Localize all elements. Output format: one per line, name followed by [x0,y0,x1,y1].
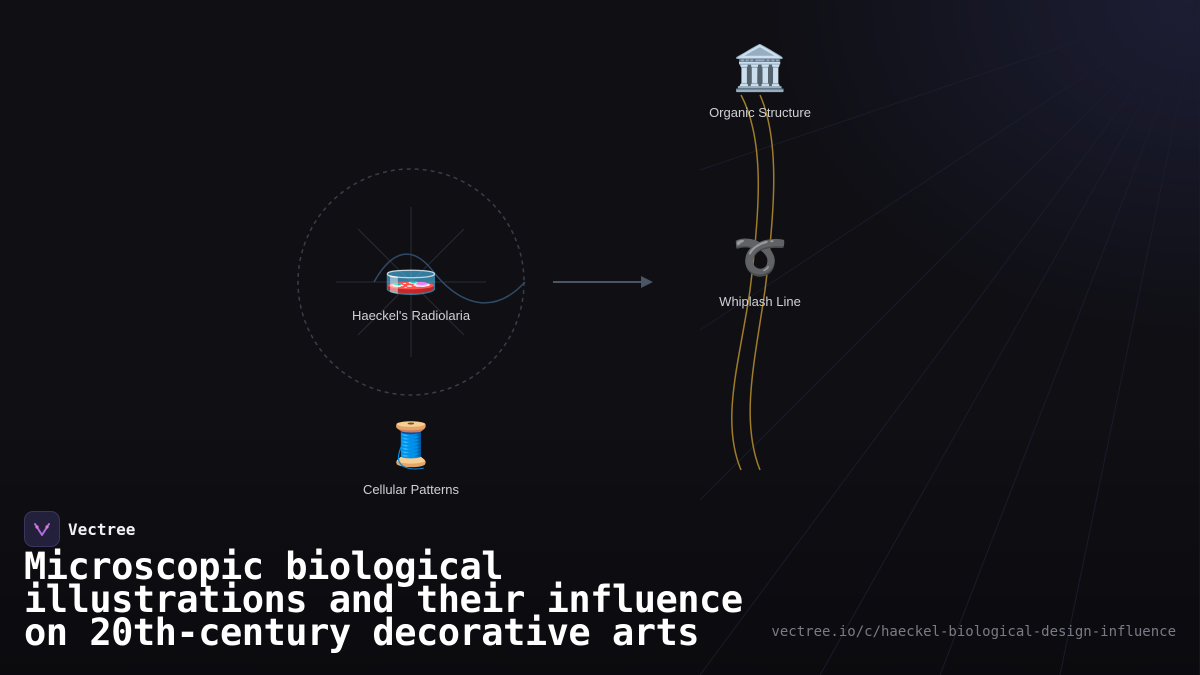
petri-dish-icon: 🧫 [383,246,439,297]
page-title: Microscopic biological illustrations and… [24,545,743,654]
source-url[interactable]: vectree.io/c/haeckel-biological-design-i… [771,624,1176,640]
node-cellular-patterns-label: Cellular Patterns [362,482,460,497]
node-cellular-patterns: 🧵 Cellular Patterns [321,420,501,497]
vectree-logo-icon [24,511,60,547]
classical-building-icon: 🏛️ [732,43,788,94]
radiolaria-wave [373,253,526,304]
node-whiplash-line-label: Whiplash Line [719,294,801,309]
node-radiolaria: 🧫 Haeckel's Radiolaria [321,246,501,323]
whiplash-curves [731,94,775,471]
node-organic-structure-label: Organic Structure [709,105,811,120]
radiolaria-spokes [336,207,486,357]
node-organic-structure: 🏛️ Organic Structure [670,43,850,120]
brand[interactable]: Vectree [24,511,136,547]
curly-loop-icon: ➰ [732,232,788,283]
node-radiolaria-label: Haeckel's Radiolaria [351,308,471,323]
thread-spool-icon: 🧵 [383,420,439,471]
connector-arrow [553,276,653,288]
brand-name: Vectree [68,519,136,539]
node-whiplash-line: ➰ Whiplash Line [670,232,850,309]
